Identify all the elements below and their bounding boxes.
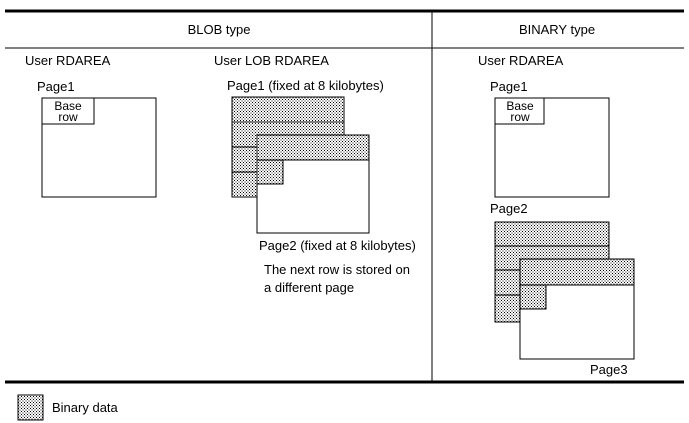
- lob-page2-binary-row-2: [256, 159, 284, 185]
- lob-page2-label: Page2 (fixed at 8 kilobytes): [259, 238, 416, 253]
- binary-page2-label: Page2: [490, 201, 528, 216]
- binary-page3-binary-row-2: [519, 284, 547, 310]
- binary-page1-label: Page1: [490, 79, 528, 94]
- blob-page1-label: Page1: [37, 79, 75, 94]
- binary-base-label: Base: [506, 99, 534, 113]
- blob-type-header: BLOB type: [188, 22, 251, 37]
- blob-row-label: row: [58, 110, 78, 124]
- binary-page3-binary-row-1: [519, 258, 635, 286]
- next-row-note-line1: The next row is stored on: [264, 262, 410, 277]
- lob-page1-label: Page1 (fixed at 8 kilobytes): [227, 78, 384, 93]
- lob-rdarea-label: User LOB RDAREA: [214, 53, 329, 68]
- binary-base-row-box: [494, 97, 545, 125]
- binary-type-header: BINARY type: [519, 22, 595, 37]
- binary-user-rdarea-label: User RDAREA: [478, 53, 564, 68]
- next-row-note-line2: a different page: [264, 280, 354, 295]
- lob-page2-binary-row-1: [256, 134, 370, 161]
- legend-binary-swatch: [17, 394, 44, 421]
- lob-page1-binary-row-1: [231, 96, 345, 123]
- blob-user-rdarea-label: User RDAREA: [25, 53, 111, 68]
- binary-page3-label: Page3: [590, 362, 628, 377]
- blob-base-row-box: [41, 97, 95, 125]
- blob-base-label: Base: [54, 99, 82, 113]
- binary-row-label: row: [510, 110, 530, 124]
- binary-page2-binary-row-1: [494, 221, 610, 247]
- legend-binary-label: Binary data: [52, 400, 119, 415]
